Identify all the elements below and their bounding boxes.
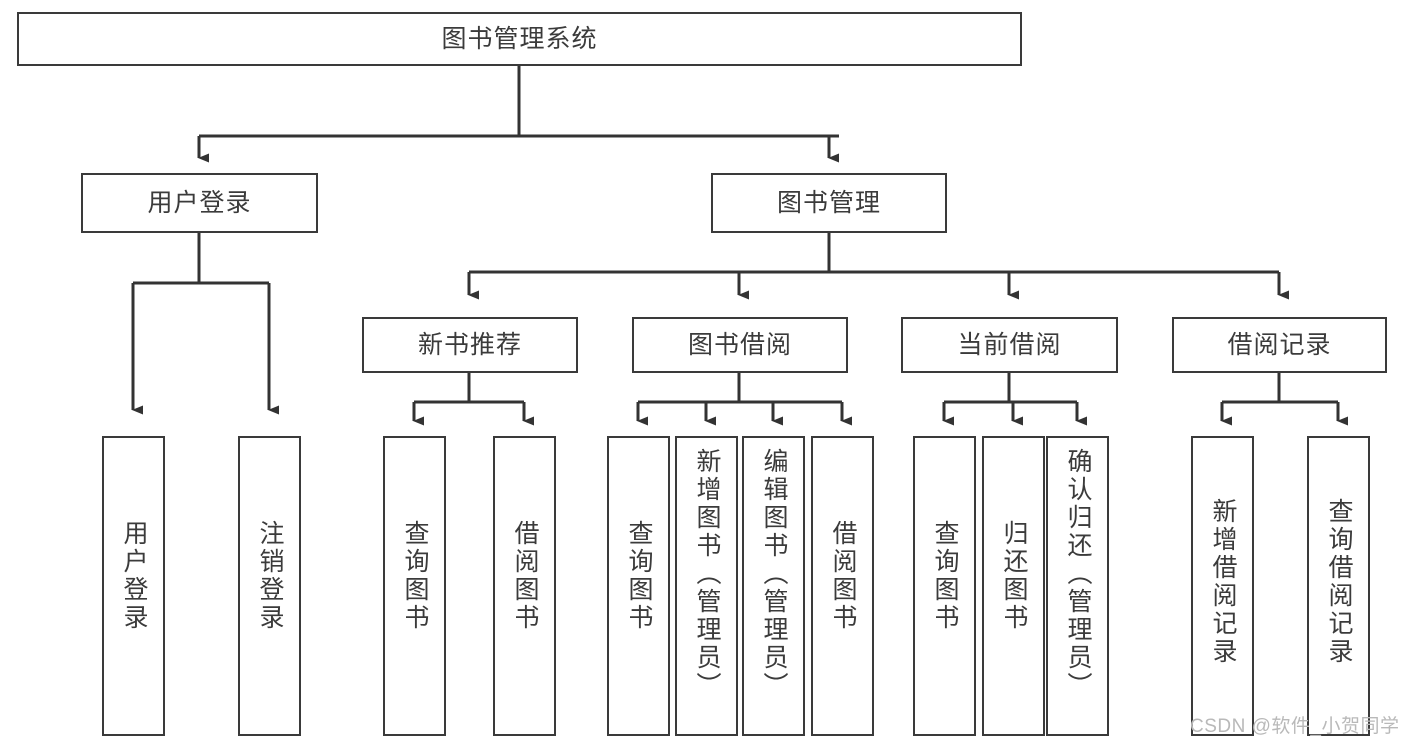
leaf-current-borrow-confirm-return-admin[interactable]: 确认归还（管理员） <box>1046 436 1109 736</box>
leaf-book-borrow-borrow-book[interactable]: 借阅图书 <box>811 436 874 736</box>
leaf-label: 编辑图书（管理员） <box>760 448 788 700</box>
node-book-borrow-label: 图书借阅 <box>687 330 792 359</box>
leaf-current-borrow-query-book[interactable]: 查询图书 <box>913 436 976 736</box>
node-new-book-recommend[interactable]: 新书推荐 <box>362 317 578 373</box>
leaf-label: 查询图书 <box>625 520 653 632</box>
leaf-new-book-query-book[interactable]: 查询图书 <box>383 436 446 736</box>
node-book-management-label: 图书管理 <box>776 188 881 217</box>
node-current-borrow[interactable]: 当前借阅 <box>901 317 1118 373</box>
node-borrow-record-label: 借阅记录 <box>1227 330 1332 359</box>
leaf-label: 用户登录 <box>120 520 148 632</box>
leaf-label: 注销登录 <box>256 520 284 632</box>
node-book-borrow[interactable]: 图书借阅 <box>632 317 848 373</box>
node-root[interactable]: 图书管理系统 <box>17 12 1022 66</box>
leaf-borrow-record-add-record[interactable]: 新增借阅记录 <box>1191 436 1254 736</box>
node-borrow-record[interactable]: 借阅记录 <box>1172 317 1387 373</box>
leaf-book-borrow-add-book-admin[interactable]: 新增图书（管理员） <box>675 436 738 736</box>
leaf-borrow-record-query-record[interactable]: 查询借阅记录 <box>1307 436 1370 736</box>
leaf-current-borrow-return-book[interactable]: 归还图书 <box>982 436 1045 736</box>
leaf-label: 查询图书 <box>931 520 959 632</box>
node-new-book-recommend-label: 新书推荐 <box>417 330 522 359</box>
node-current-borrow-label: 当前借阅 <box>957 330 1062 359</box>
leaf-new-book-borrow-book[interactable]: 借阅图书 <box>493 436 556 736</box>
leaf-label: 归还图书 <box>1000 520 1028 632</box>
watermark-text: CSDN @软件_小贺同学 <box>1190 716 1400 737</box>
leaf-book-borrow-edit-book-admin[interactable]: 编辑图书（管理员） <box>742 436 805 736</box>
leaf-label: 新增借阅记录 <box>1209 498 1237 666</box>
leaf-user-login-logout[interactable]: 注销登录 <box>238 436 301 736</box>
node-book-management[interactable]: 图书管理 <box>711 173 947 233</box>
node-user-login-label: 用户登录 <box>147 188 252 217</box>
leaf-label: 查询图书 <box>401 520 429 632</box>
leaf-user-login-login[interactable]: 用户登录 <box>102 436 165 736</box>
leaf-label: 确认归还（管理员） <box>1064 448 1092 700</box>
leaf-label: 借阅图书 <box>829 520 857 632</box>
leaf-label: 查询借阅记录 <box>1325 498 1353 666</box>
node-user-login[interactable]: 用户登录 <box>81 173 318 233</box>
leaf-label: 借阅图书 <box>511 520 539 632</box>
node-root-label: 图书管理系统 <box>441 24 598 53</box>
leaf-label: 新增图书（管理员） <box>693 448 721 700</box>
leaf-book-borrow-query-book[interactable]: 查询图书 <box>607 436 670 736</box>
